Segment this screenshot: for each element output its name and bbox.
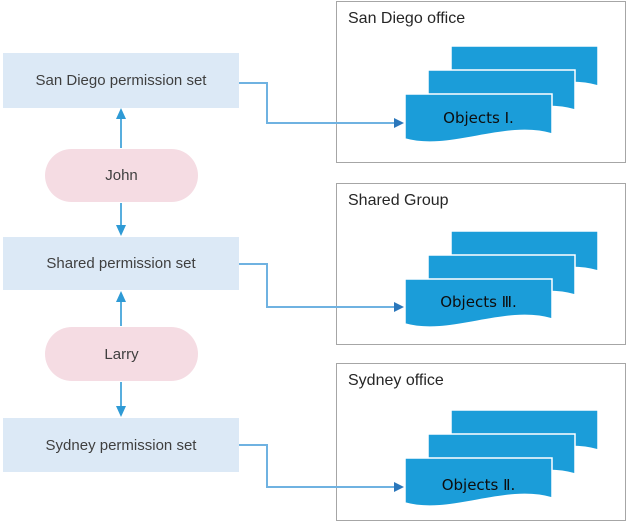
- arrow-larry-to-sydney-set: [116, 382, 126, 417]
- office-title-san-diego: San Diego office: [348, 10, 466, 27]
- user-name: Larry: [104, 345, 139, 363]
- node-label: San Diego permission set: [35, 72, 207, 89]
- node-label: Sydney permission set: [45, 436, 197, 454]
- objects-label-sydney: Objects Ⅱ.: [441, 476, 516, 494]
- office-title-sydney: Sydney office: [348, 372, 444, 389]
- objects-label-san-diego: Objects Ⅰ.: [443, 109, 514, 127]
- office-box-san-diego: San Diego office: [336, 1, 626, 163]
- node-label: Shared permission set: [46, 255, 196, 272]
- objects-label-shared-group: Objects Ⅲ.: [440, 293, 517, 311]
- node-user-john: John: [45, 149, 198, 202]
- node-user-larry: Larry: [45, 327, 198, 381]
- node-shared-permission-set: Shared permission set: [3, 237, 239, 290]
- arrow-john-to-san-diego-set: [116, 108, 126, 148]
- arrow-larry-to-shared-set: [116, 291, 126, 326]
- node-san-diego-permission-set: San Diego permission set: [3, 53, 239, 108]
- user-name: John: [105, 167, 138, 184]
- node-sydney-permission-set: Sydney permission set: [3, 418, 239, 472]
- office-box-sydney: Sydney office: [336, 363, 626, 521]
- office-title-shared-group: Shared Group: [348, 192, 449, 209]
- arrow-john-to-shared-set: [116, 203, 126, 236]
- office-box-shared-group: Shared Group: [336, 183, 626, 345]
